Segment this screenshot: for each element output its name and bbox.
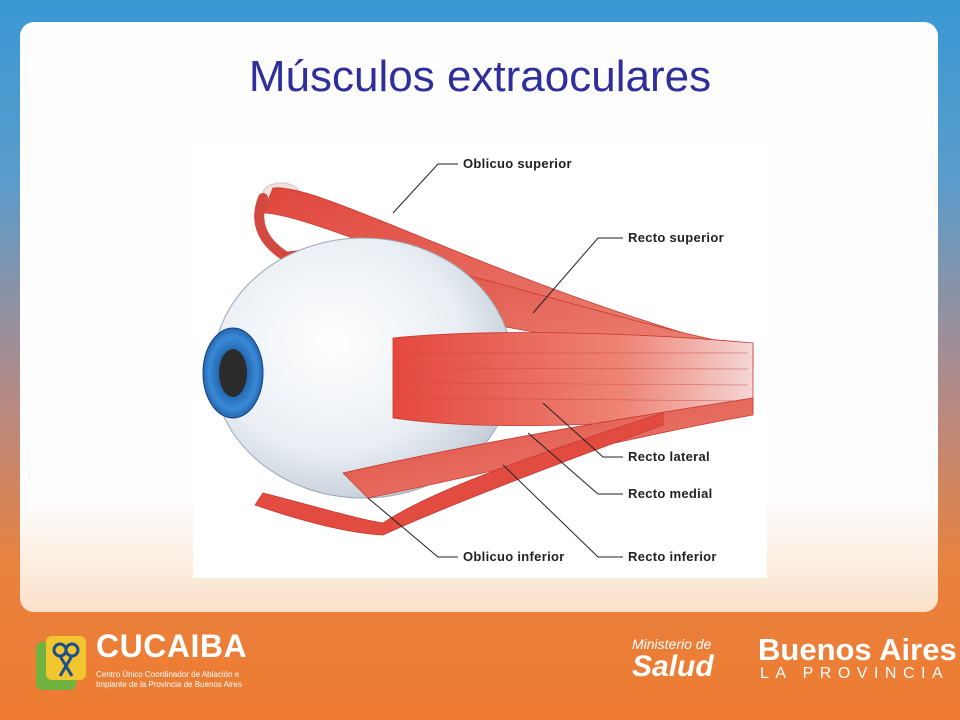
ministerio-line2: Salud bbox=[632, 650, 714, 683]
label-recto-lateral: Recto lateral bbox=[628, 449, 710, 464]
label-oblicuo-superior: Oblicuo superior bbox=[463, 156, 572, 171]
label-oblicuo-inferior: Oblicuo inferior bbox=[463, 549, 565, 564]
cucaiba-logo-icon bbox=[36, 636, 86, 690]
oblicuo-inferior-muscle bbox=[254, 412, 664, 536]
pupil bbox=[219, 349, 247, 397]
ministerio-line1: Ministerio de bbox=[632, 636, 712, 652]
eye-illustration bbox=[202, 163, 754, 558]
provincia-line1: Buenos Aires bbox=[758, 632, 957, 667]
cucaiba-subtitle: Centro Único Coordinador de Ablación e I… bbox=[96, 670, 242, 689]
slide-title: Músculos extraoculares bbox=[248, 52, 712, 101]
eye-muscles-diagram: Oblicuo superior Recto superior Recto la… bbox=[193, 143, 767, 578]
provincia-line2: LA PROVINCIA bbox=[760, 665, 950, 682]
label-recto-medial: Recto medial bbox=[628, 486, 713, 501]
label-recto-inferior: Recto inferior bbox=[628, 549, 717, 564]
cucaiba-name: CUCAIBA bbox=[96, 628, 248, 664]
label-recto-superior: Recto superior bbox=[628, 230, 724, 245]
